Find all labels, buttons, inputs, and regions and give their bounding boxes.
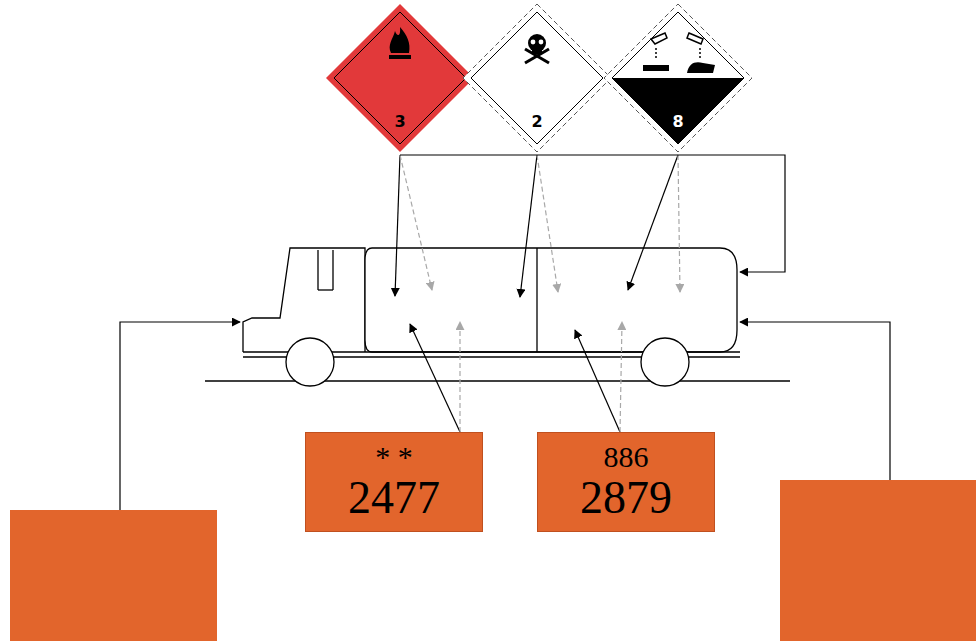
class-number: 3 (325, 113, 475, 131)
hazard-plate: * *2477 (305, 432, 483, 532)
hazard-plate: 8862879 (537, 432, 715, 532)
class-number: 8 (603, 113, 753, 131)
ground-line (205, 380, 790, 382)
placard-arrows (120, 155, 890, 510)
class-diamond: 8 (603, 3, 753, 153)
blank-plate (10, 510, 217, 641)
hazard-id-number: 886 (604, 440, 649, 473)
class-number: 2 (462, 113, 612, 131)
blank-plate (780, 480, 976, 641)
tank-truck (243, 248, 740, 386)
un-number: 2477 (348, 473, 440, 524)
un-number: 2879 (580, 473, 672, 524)
hazard-id-number: * * (375, 440, 413, 473)
class-diamond: 3 (325, 3, 475, 153)
class-diamond: 2 (462, 3, 612, 153)
